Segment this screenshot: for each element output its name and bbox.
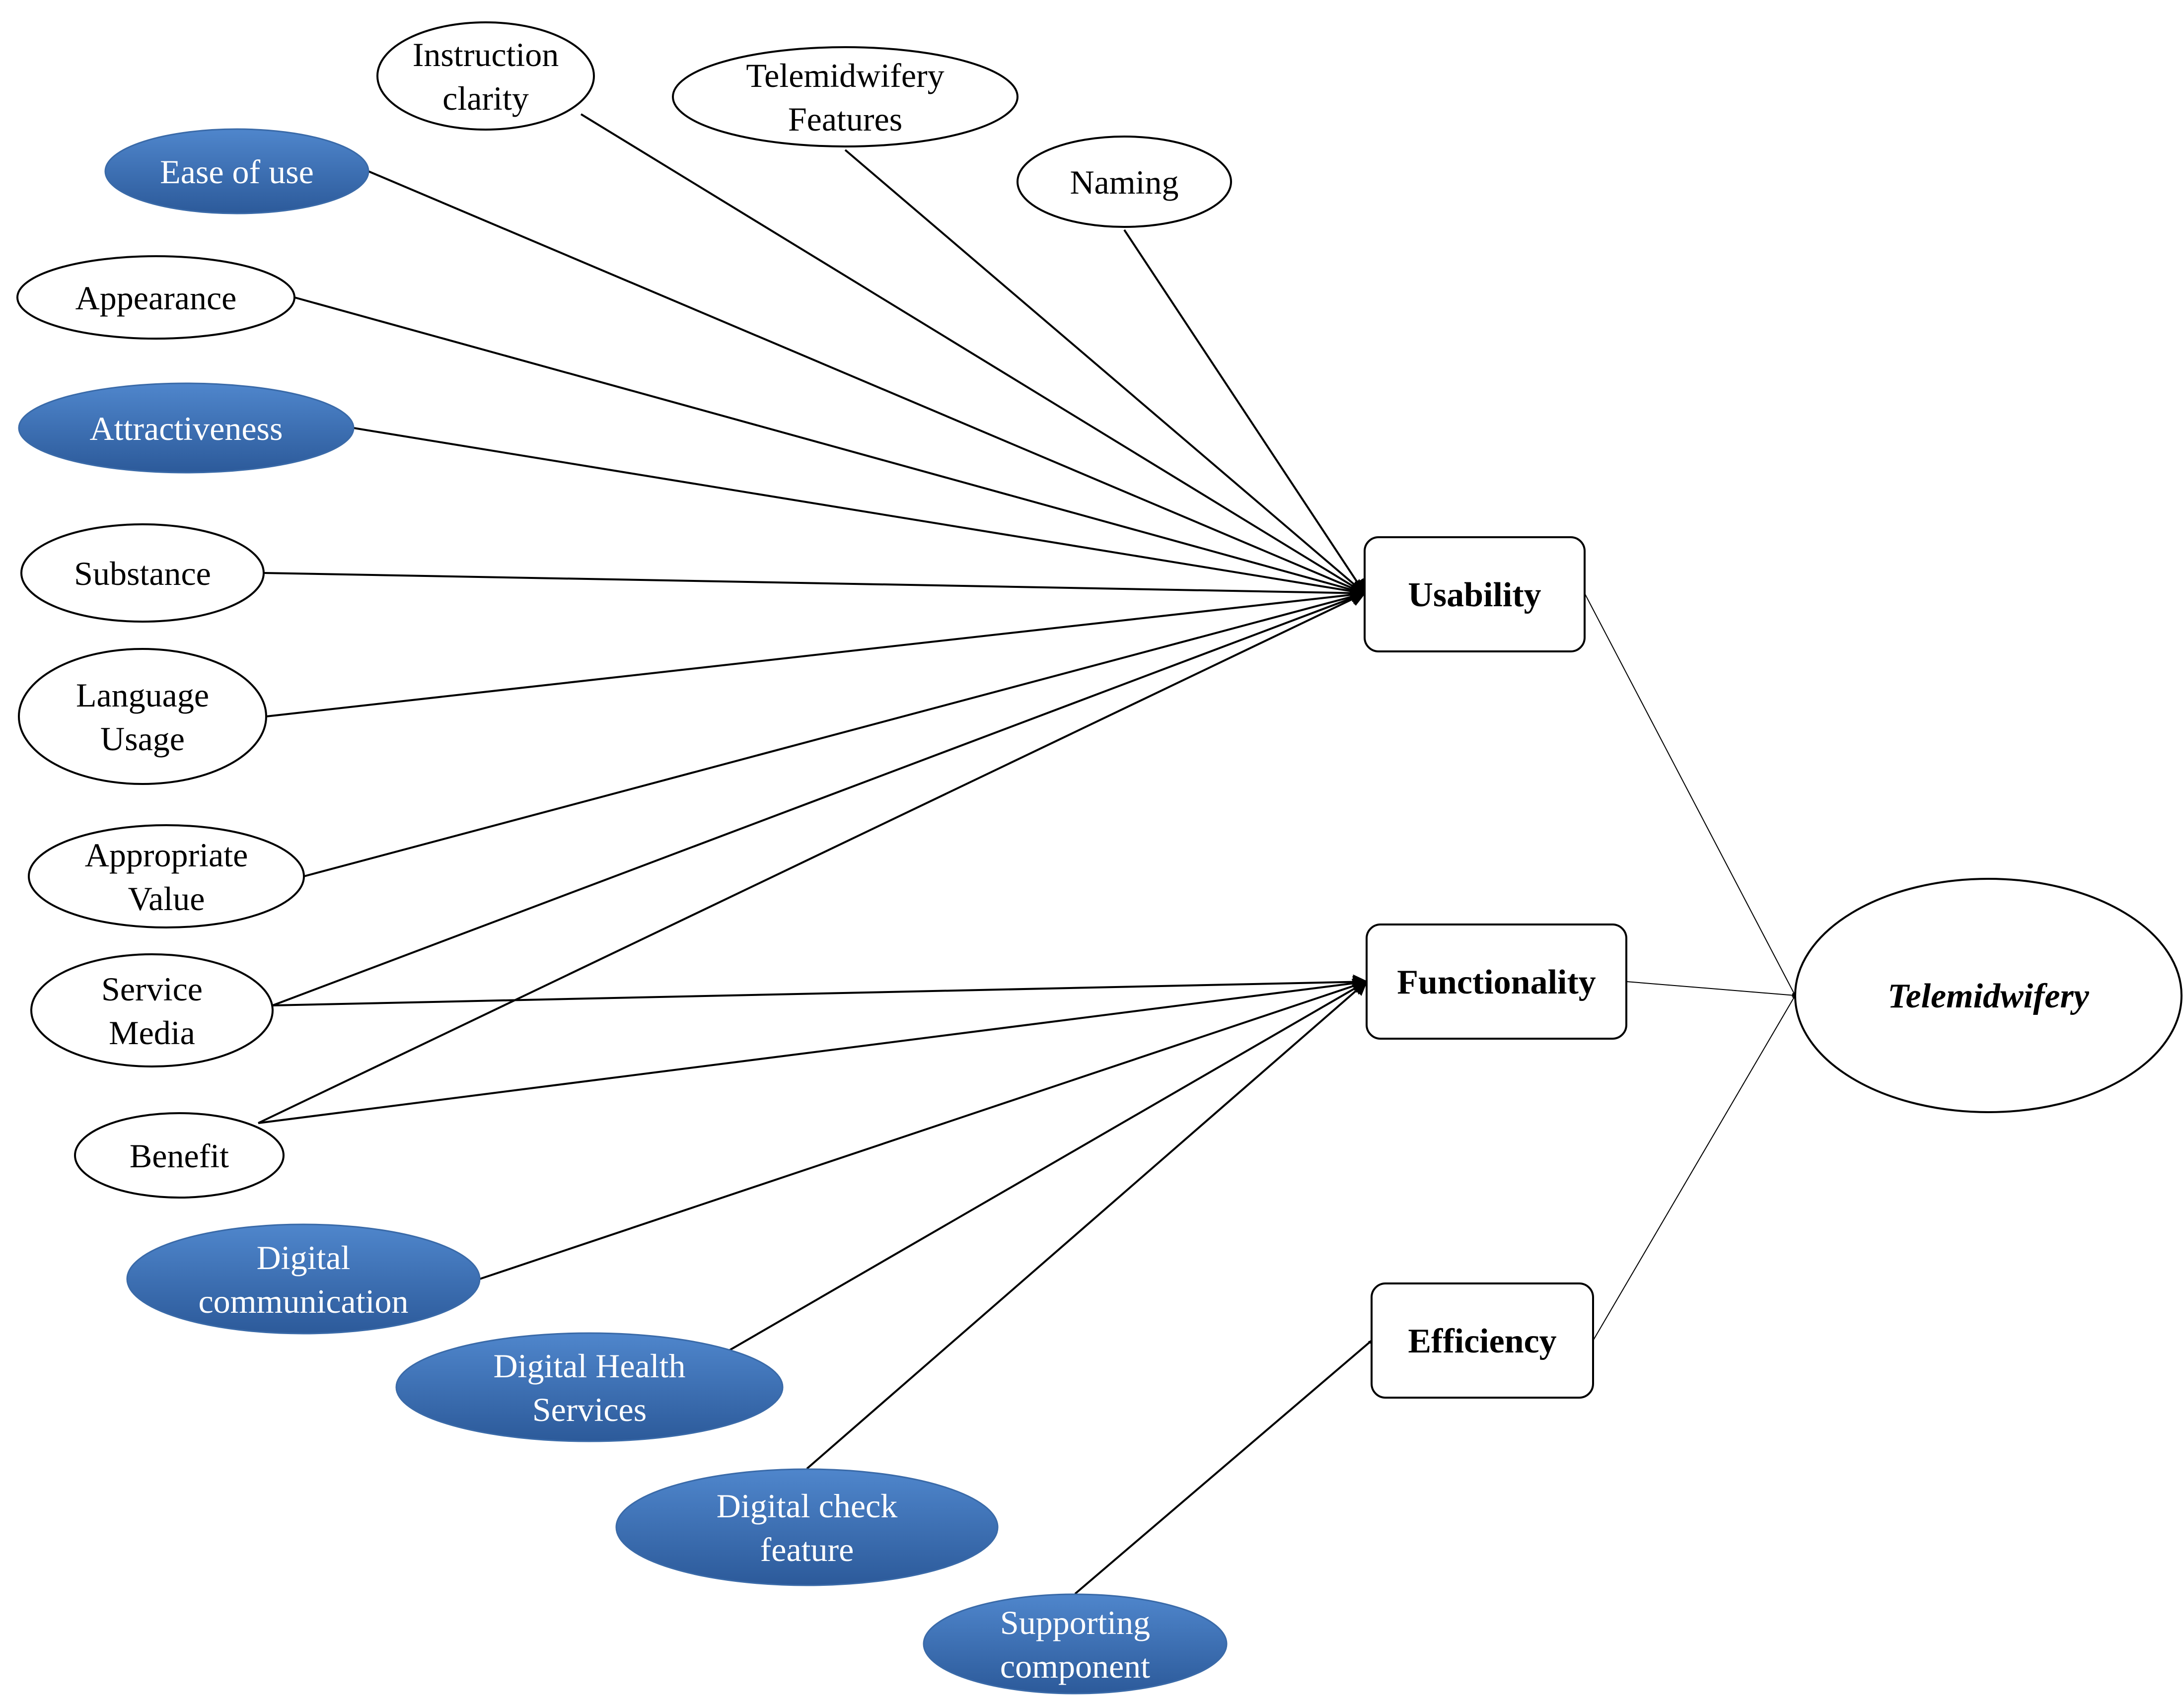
factor-ellipse (672, 46, 1019, 147)
connector-functionality-to-root (1626, 981, 1796, 997)
factor-node-substance: Substance (20, 523, 265, 623)
connector-digital-check-feature-to-functionality (806, 981, 1368, 1470)
connector-benefit-to-functionality (258, 976, 1368, 1124)
connector-substance-to-usability (264, 572, 1366, 601)
factor-label: clarity (442, 79, 529, 117)
factor-ellipse (20, 523, 265, 623)
category-label: Efficiency (1408, 1322, 1556, 1360)
category-label: Functionality (1397, 963, 1596, 1001)
factor-ellipse (395, 1332, 784, 1442)
connector-supporting-component-to-efficiency (1074, 1340, 1373, 1595)
factor-ellipse (18, 382, 355, 474)
factor-ellipse (30, 953, 274, 1067)
connector-service-media-to-functionality (272, 974, 1368, 1006)
factor-label: Digital check (717, 1487, 897, 1525)
connector-appropriate-value-to-usability (303, 589, 1366, 877)
root-label: Telemidwifery (1888, 977, 2090, 1015)
factor-ellipse (104, 128, 369, 214)
factor-label: Supporting (1000, 1604, 1150, 1641)
category-node-functionality: Functionality (1366, 923, 1627, 1040)
connector-telemidwifery-features-to-usability (844, 149, 1366, 594)
root-node: Telemidwifery (1794, 878, 2183, 1113)
factor-label: Benefit (130, 1137, 229, 1175)
factor-label: feature (760, 1531, 854, 1568)
factor-node-digital-check-feature: Digital check feature (615, 1468, 999, 1586)
factor-label: Appropriate (85, 836, 248, 874)
connector-attractiveness-to-usability (353, 427, 1366, 599)
connector-naming-to-usability (1123, 229, 1366, 595)
factor-node-digital-communication: Digital communication (126, 1223, 481, 1335)
connector-appearance-to-usability (294, 296, 1366, 597)
category-node-usability: Usability (1364, 536, 1586, 652)
connector-digital-health-services-to-functionality (728, 981, 1368, 1351)
factor-node-supporting-component: Supporting component (923, 1593, 1228, 1695)
node-layer: InstructionclarityTelemidwiferyFeaturesN… (16, 21, 2183, 1695)
factor-label: Attractiveness (90, 410, 283, 447)
factor-label: Language (76, 676, 209, 714)
connector-usability-to-root (1584, 593, 1796, 996)
connector-benefit-to-usability (258, 592, 1366, 1124)
factor-label: Services (532, 1391, 647, 1428)
factor-label: Media (109, 1014, 195, 1052)
factor-label: Usage (100, 720, 185, 758)
root-ellipse (1794, 878, 2183, 1113)
factor-label: Telemidwifery (746, 57, 944, 94)
category-box (1366, 923, 1627, 1040)
connector-efficiency-to-root (1593, 995, 1796, 1341)
factor-label: Value (128, 880, 205, 918)
category-label: Usability (1408, 576, 1541, 614)
factor-ellipse (74, 1112, 285, 1199)
connector-layer (258, 113, 1796, 1595)
factor-node-instruction-clarity: Instruction clarity (376, 21, 595, 131)
factor-label: Service (101, 970, 203, 1008)
factor-node-naming: Naming (1017, 136, 1232, 228)
connector-instruction-clarity-to-usability (580, 113, 1366, 594)
category-box (1364, 536, 1586, 652)
factor-ellipse (16, 255, 295, 340)
factor-ellipse (923, 1593, 1228, 1695)
connector-service-media-to-usability (272, 591, 1366, 1006)
connector-language-usage-to-usability (266, 587, 1366, 717)
factor-label: Digital (257, 1239, 351, 1276)
category-box (1371, 1282, 1594, 1399)
factor-label: Substance (74, 555, 211, 592)
factor-ellipse (18, 648, 267, 785)
factor-ellipse (1017, 136, 1232, 228)
factor-label: Naming (1070, 163, 1178, 201)
factor-label: component (1000, 1647, 1150, 1685)
factor-label: Features (788, 100, 902, 138)
factor-label: communication (198, 1282, 408, 1320)
factor-node-benefit: Benefit (74, 1112, 285, 1199)
connector-digital-communication-to-functionality (479, 979, 1368, 1280)
connector-ease-of-use-to-usability (368, 170, 1366, 595)
factor-ellipse (376, 21, 595, 131)
factor-ellipse (126, 1223, 481, 1335)
factor-ellipse (28, 824, 305, 928)
factor-label: Ease of use (160, 153, 314, 191)
category-node-efficiency: Efficiency (1371, 1282, 1594, 1399)
factor-node-ease-of-use: Ease of use (104, 128, 369, 214)
factor-node-attractiveness: Attractiveness (18, 382, 355, 474)
factor-ellipse (615, 1468, 999, 1586)
factor-node-appearance: Appearance (16, 255, 295, 340)
factor-label: Appearance (75, 279, 237, 317)
factor-label: Instruction (413, 36, 559, 73)
factor-label: Digital Health (493, 1347, 685, 1385)
